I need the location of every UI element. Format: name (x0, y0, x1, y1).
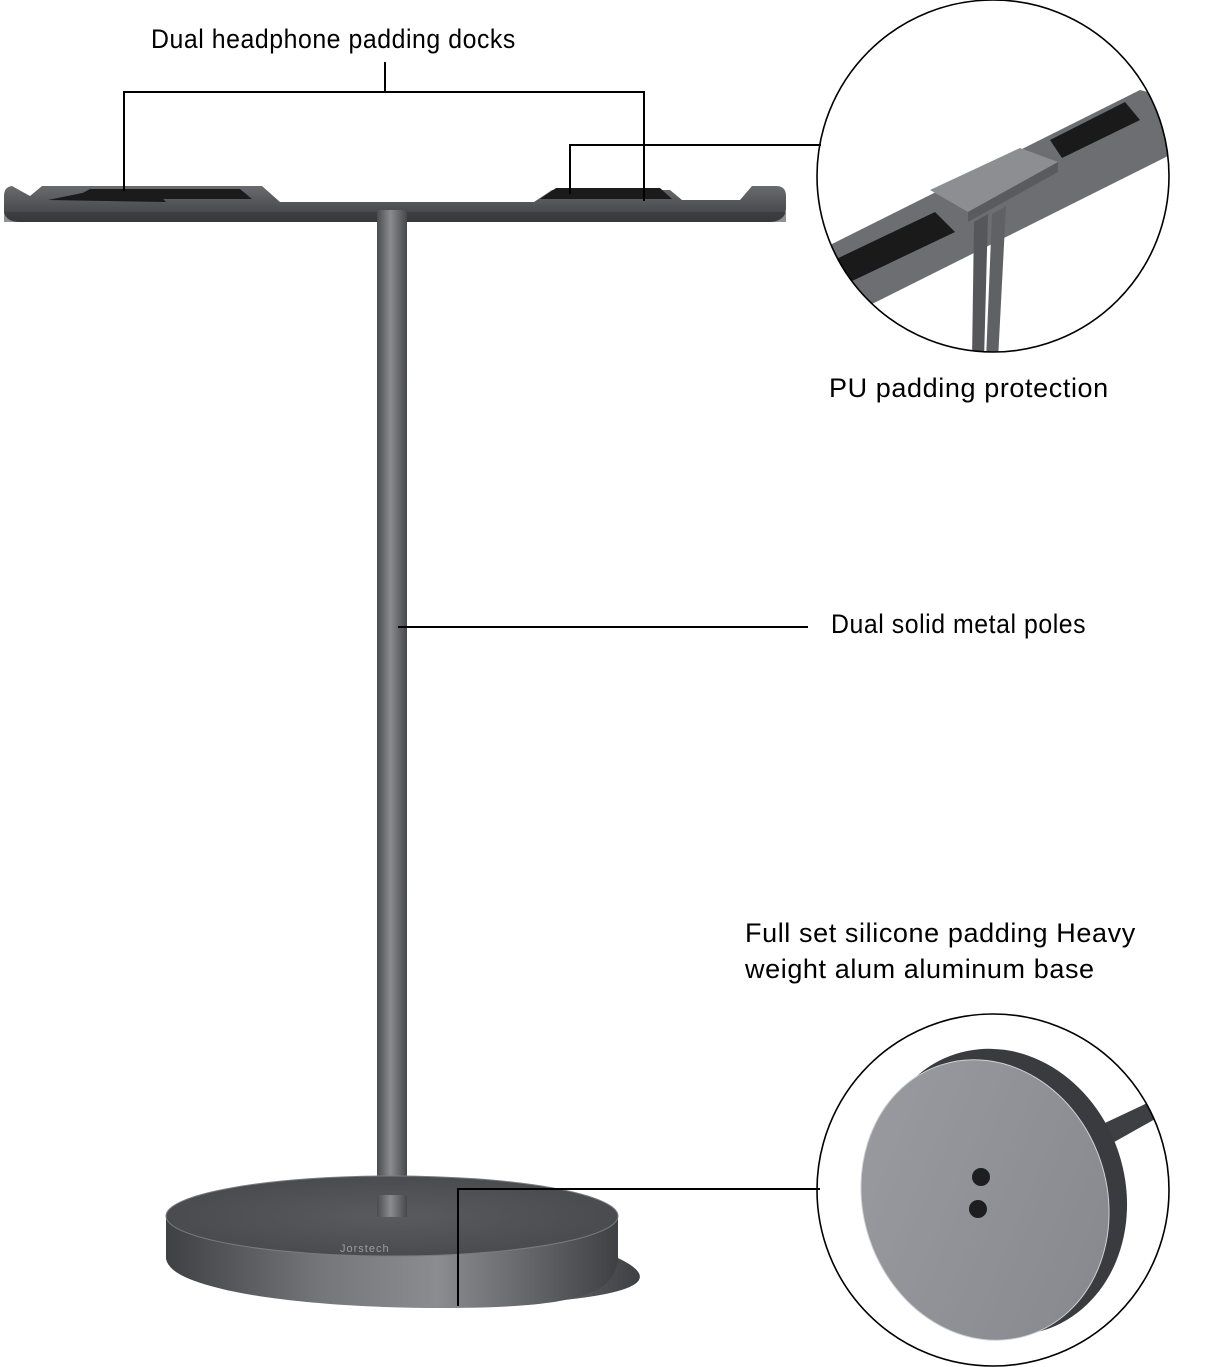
leader-poles (398, 626, 808, 628)
leader-docks-bracket (123, 91, 645, 93)
callout-padding: PU padding protection (829, 373, 1109, 403)
pole (377, 210, 407, 1210)
callout-base-line1: Full set silicone padding Heavy (745, 918, 1136, 948)
zoom-circle-base (816, 1013, 1170, 1367)
brand-mark: Jorstech (340, 1243, 390, 1255)
base (165, 1175, 640, 1308)
leader-docks-stem (384, 62, 386, 92)
callout-docks: Dual headphone padding docks (151, 24, 516, 54)
callout-poles: Dual solid metal poles (831, 609, 1087, 639)
callout-base-line2: weight alum aluminum base (745, 954, 1095, 984)
leader-padding-vertical (569, 144, 571, 194)
leader-base-horizontal (457, 1188, 820, 1190)
zoom-circle-padding (816, 0, 1170, 353)
leader-docks-right (643, 91, 645, 201)
leader-docks-left (123, 91, 125, 191)
leader-padding-horizontal (569, 144, 821, 146)
leader-base-vertical (457, 1188, 459, 1306)
